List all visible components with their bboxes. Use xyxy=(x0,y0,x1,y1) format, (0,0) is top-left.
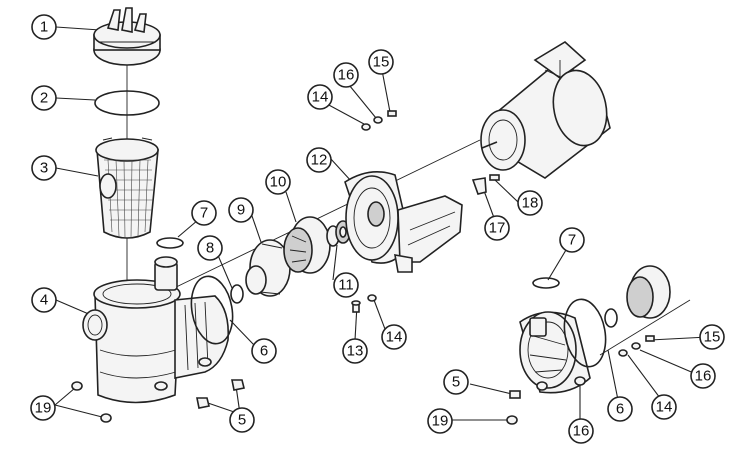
svg-text:1: 1 xyxy=(40,19,48,36)
nut-5-left xyxy=(196,379,245,409)
callout-7-right: 7 xyxy=(559,227,585,253)
callout-4: 4 xyxy=(31,287,57,313)
bolt-13 xyxy=(351,300,361,313)
svg-text:5: 5 xyxy=(238,412,246,429)
callout-7-left: 7 xyxy=(191,200,217,226)
motor xyxy=(480,41,611,179)
callout-14-upper: 14 xyxy=(307,84,333,110)
upper-fasteners xyxy=(361,110,397,302)
svg-text:8: 8 xyxy=(206,240,214,257)
callout-16-bottom: 16 xyxy=(568,418,594,444)
svg-text:14: 14 xyxy=(312,89,329,106)
svg-text:12: 12 xyxy=(311,152,328,169)
svg-text:11: 11 xyxy=(338,277,354,294)
pipe-o-ring-right xyxy=(532,277,560,289)
callout-5-left: 5 xyxy=(229,407,255,433)
callout-1: 1 xyxy=(31,14,57,40)
svg-text:18: 18 xyxy=(522,195,539,212)
callout-17: 17 xyxy=(484,215,510,241)
svg-text:3: 3 xyxy=(40,160,48,177)
svg-text:16: 16 xyxy=(573,423,590,440)
fitting-5-right xyxy=(509,390,521,399)
callout-15-upper: 15 xyxy=(368,49,394,75)
svg-text:19: 19 xyxy=(432,413,449,430)
housing-o-ring-right xyxy=(563,298,607,368)
svg-text:10: 10 xyxy=(270,174,287,191)
svg-text:6: 6 xyxy=(616,401,624,418)
callout-2: 2 xyxy=(31,85,57,111)
seal-plate xyxy=(344,170,463,273)
callout-6-left: 6 xyxy=(251,338,277,364)
strainer-basket xyxy=(95,137,159,239)
svg-text:9: 9 xyxy=(237,202,245,219)
pump-housing-alt xyxy=(519,311,591,394)
impeller-right xyxy=(626,265,671,319)
svg-text:16: 16 xyxy=(338,67,355,84)
svg-text:16: 16 xyxy=(695,368,712,385)
callout-15-right: 15 xyxy=(699,324,725,350)
callout-12: 12 xyxy=(306,147,332,173)
svg-text:14: 14 xyxy=(656,399,673,416)
washer-19-left xyxy=(71,381,112,423)
callouts: 1 2 3 4 5 6 7 8 9 10 11 12 13 14 14 15 1… xyxy=(30,14,725,444)
callout-5-right: 5 xyxy=(443,369,469,395)
svg-text:6: 6 xyxy=(260,343,268,360)
callout-16-upper: 16 xyxy=(333,62,359,88)
diffuser xyxy=(245,239,291,297)
callout-14-lower: 14 xyxy=(381,324,407,350)
clip-17 xyxy=(471,177,487,195)
callout-16-right: 16 xyxy=(690,363,716,389)
callout-14-right: 14 xyxy=(651,394,677,420)
svg-text:2: 2 xyxy=(40,90,48,107)
svg-text:5: 5 xyxy=(452,374,460,391)
svg-text:13: 13 xyxy=(347,343,364,360)
svg-text:4: 4 xyxy=(40,292,48,309)
pump-housing xyxy=(82,256,230,404)
svg-text:7: 7 xyxy=(200,205,208,222)
callout-19-left: 19 xyxy=(30,395,56,421)
callout-10: 10 xyxy=(265,169,291,195)
screw-18 xyxy=(489,174,500,181)
svg-text:15: 15 xyxy=(704,329,721,346)
washer-19-right xyxy=(506,415,518,425)
callout-9: 9 xyxy=(228,197,254,223)
svg-text:7: 7 xyxy=(568,232,576,249)
callout-18: 18 xyxy=(517,190,543,216)
callout-6-right: 6 xyxy=(607,396,633,422)
callout-11: 11 xyxy=(333,272,359,298)
callout-19-right: 19 xyxy=(427,408,453,434)
callout-13: 13 xyxy=(342,338,368,364)
pump-lid xyxy=(93,7,161,66)
pipe-o-ring-left xyxy=(156,237,184,249)
svg-text:14: 14 xyxy=(386,329,403,346)
small-o-ring xyxy=(230,284,244,304)
callout-8: 8 xyxy=(197,235,223,261)
svg-text:19: 19 xyxy=(35,400,52,417)
housing-o-ring-left xyxy=(190,275,234,345)
svg-text:15: 15 xyxy=(373,54,390,71)
lid-o-ring xyxy=(94,90,160,116)
callout-3: 3 xyxy=(31,155,57,181)
impeller xyxy=(283,216,331,274)
small-o-ring-right xyxy=(604,308,618,328)
svg-text:17: 17 xyxy=(489,220,506,237)
right-fasteners xyxy=(618,335,655,357)
